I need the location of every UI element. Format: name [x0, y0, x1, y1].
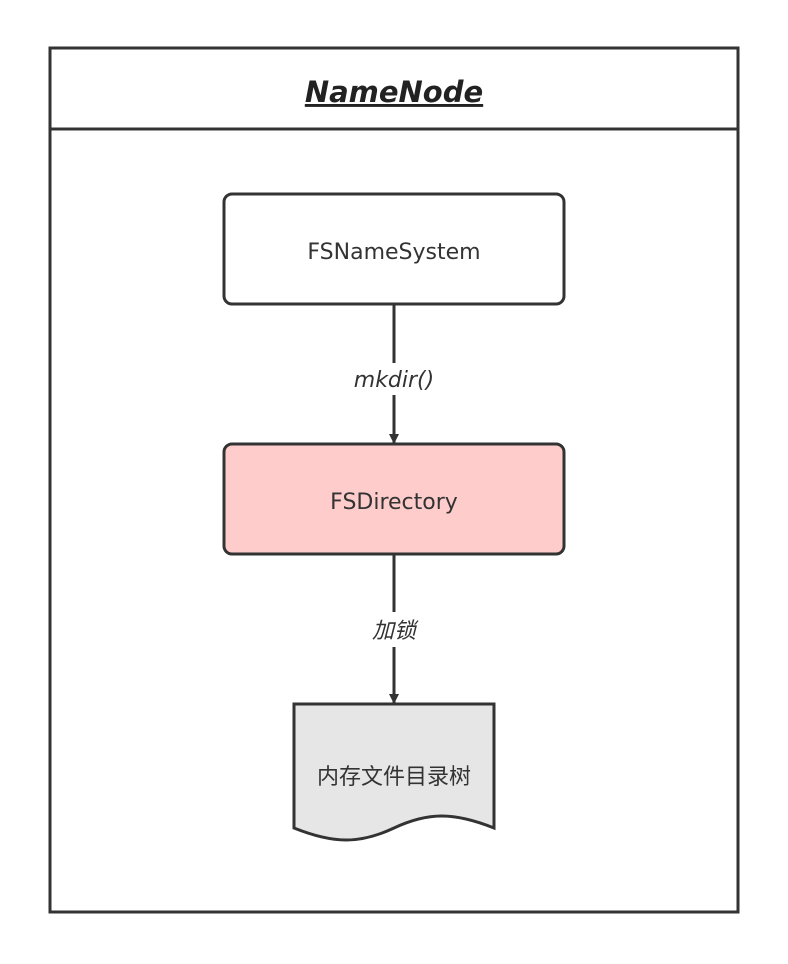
node-fsdirectory-box: [222, 442, 566, 556]
node-fsdirectory[interactable]: FSDirectory: [222, 442, 566, 556]
node-fsnamesystem-box: [222, 192, 566, 306]
node-memory-tree[interactable]: 内存文件目录树: [292, 702, 496, 842]
edge-lock-label: 加锁: [372, 619, 419, 644]
node-memory-tree-document-shape: [292, 702, 496, 842]
edge-mkdir-label: mkdir(): [354, 368, 434, 393]
container-title: NameNode: [305, 75, 483, 109]
node-fsnamesystem[interactable]: FSNameSystem: [222, 192, 566, 306]
node-fsnamesystem-label: FSNameSystem: [307, 240, 480, 265]
edge-mkdir: mkdir(): [354, 305, 434, 444]
edge-lock: 加锁: [372, 555, 419, 704]
node-fsdirectory-label: FSDirectory: [330, 490, 458, 515]
node-memory-tree-label: 内存文件目录树: [317, 765, 471, 790]
